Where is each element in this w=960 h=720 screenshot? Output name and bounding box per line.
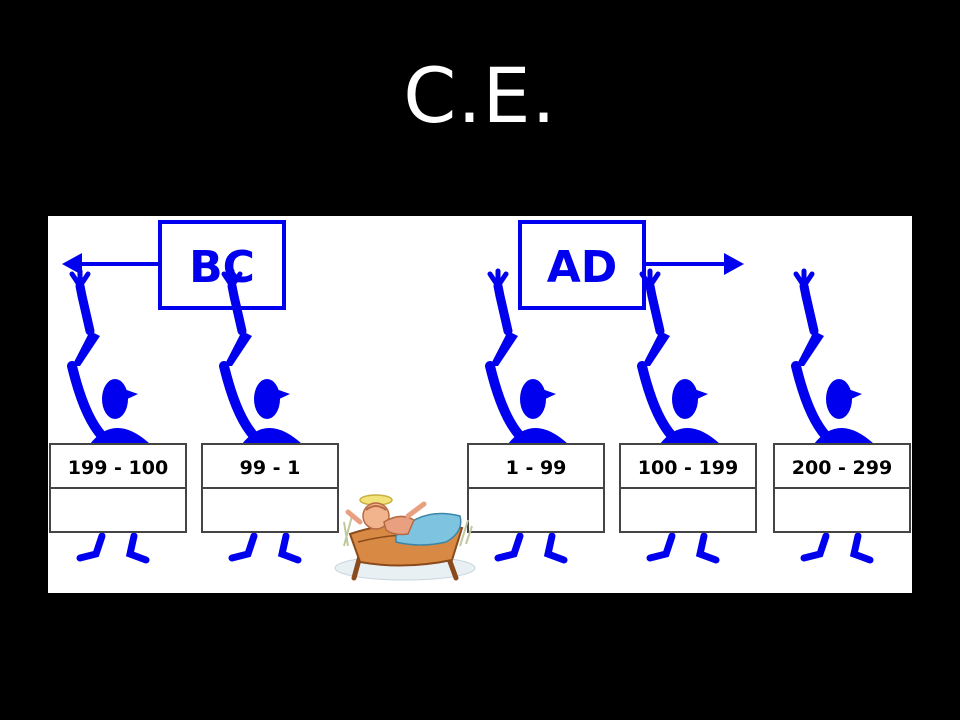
figure-200-299: 200 - 299 bbox=[773, 271, 911, 560]
sign-label: 199 - 100 bbox=[68, 457, 168, 479]
figure-199-100: 199 - 100 bbox=[49, 271, 187, 560]
sign-label: 99 - 1 bbox=[240, 457, 301, 479]
slide-title: C.E. bbox=[403, 51, 557, 140]
sign-label: 100 - 199 bbox=[638, 457, 738, 479]
ad-label-box: AD bbox=[518, 220, 744, 310]
bc-label: BC bbox=[189, 242, 255, 293]
timeline-svg: BC AD 199 - 100 99 - 1 1 - 99 bbox=[49, 220, 911, 581]
baby-in-manger-icon bbox=[334, 494, 476, 581]
timeline-diagram: BC AD 199 - 100 99 - 1 1 - 99 bbox=[48, 216, 912, 593]
figure-100-199: 100 - 199 bbox=[619, 271, 757, 560]
ad-label: AD bbox=[547, 242, 618, 293]
arrow-left-icon bbox=[62, 253, 82, 275]
sign-label: 200 - 299 bbox=[792, 457, 892, 479]
sign-label: 1 - 99 bbox=[506, 457, 567, 479]
arrow-right-icon bbox=[724, 253, 744, 275]
figure-1-99: 1 - 99 bbox=[467, 271, 605, 560]
figure-99-1: 99 - 1 bbox=[201, 271, 339, 560]
bc-label-box: BC bbox=[62, 220, 286, 310]
